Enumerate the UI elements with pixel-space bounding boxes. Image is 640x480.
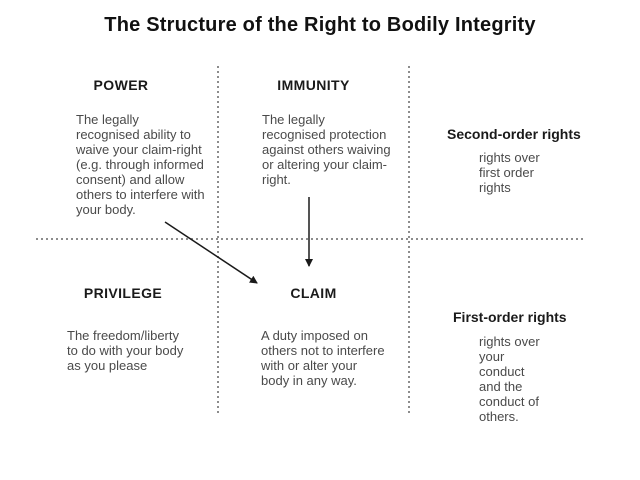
privilege-heading: PRIVILEGE: [83, 285, 163, 301]
privilege-description: The freedom/liberty to do with your body…: [67, 328, 184, 373]
dotted-divider-vertical-right: [408, 66, 410, 415]
first-order-rights-heading: First-order rights: [453, 309, 567, 325]
immunity-description: The legally recognised protection agains…: [262, 112, 391, 187]
second-order-rights-heading: Second-order rights: [447, 126, 581, 142]
power-heading: POWER: [93, 77, 149, 93]
page-title: The Structure of the Right to Bodily Int…: [104, 14, 536, 36]
arrow-power-to-claim-icon: [164, 221, 258, 284]
claim-description: A duty imposed on others not to interfer…: [261, 328, 385, 388]
claim-heading: CLAIM: [290, 285, 337, 301]
power-description: The legally recognised ability to waive …: [76, 112, 205, 217]
first-order-rights-description: rights over your conduct and the conduct…: [479, 334, 540, 424]
dotted-divider-horizontal: [36, 238, 585, 240]
immunity-heading: IMMUNITY: [277, 77, 350, 93]
second-order-rights-description: rights over first order rights: [479, 150, 540, 195]
